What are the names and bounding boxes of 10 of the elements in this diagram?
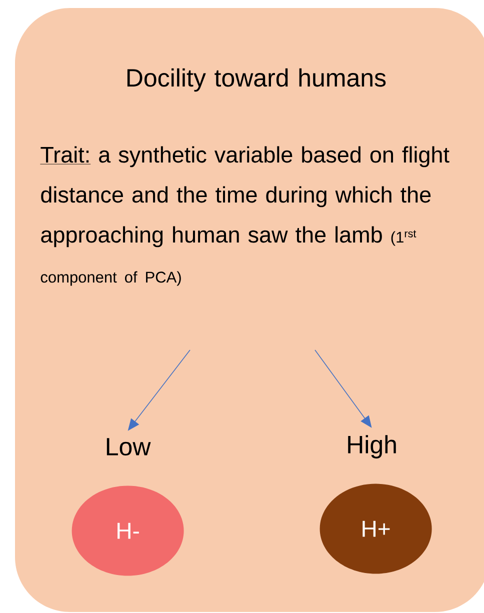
node-label: component of PCA) [40,271,181,286]
node-label: distance and the time during which the [41,186,431,208]
node-label: a synthetic variable based on flight [99,146,450,168]
node-label: (1$^{rst}$ [391,230,416,246]
description: Trait: a synthetic variable based on flight distance and the time during which the approaching human saw the lamb (1$^{rst}$ component of PCA) [40,146,450,286]
level-label: High [348,435,396,458]
node-label: Trait: [40,146,89,163]
title: Docility toward humans [127,68,386,92]
node-label: approaching human saw the lamb [41,226,382,248]
level-label: Low [106,438,151,456]
